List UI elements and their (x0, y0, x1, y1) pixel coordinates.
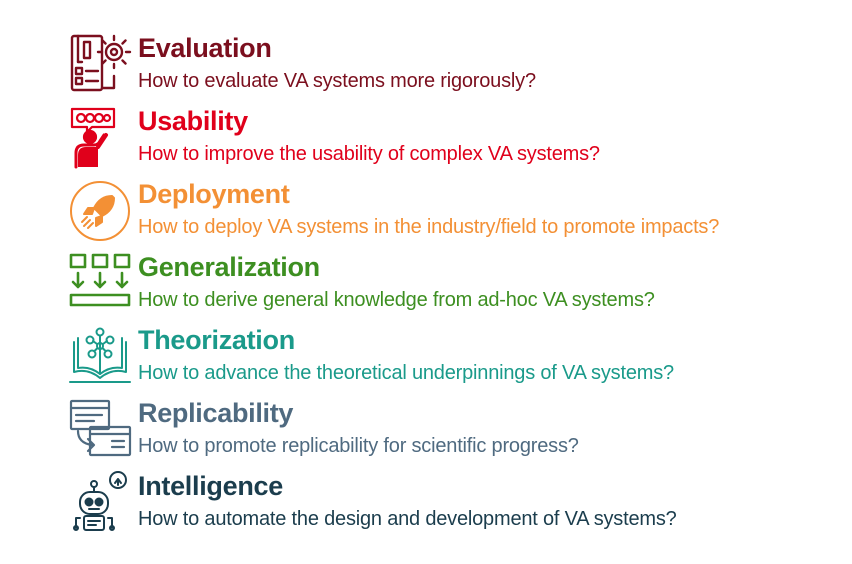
item-usability: Usability How to improve the usability o… (68, 105, 828, 177)
item-title: Usability (138, 106, 248, 136)
item-question: How to improve the usability of complex … (138, 143, 600, 165)
open-book-network-icon (68, 324, 132, 388)
confused-user-icon (68, 105, 132, 169)
item-replicability: Replicability How to promote replicabili… (68, 397, 828, 469)
item-title: Evaluation (138, 33, 272, 63)
item-title: Theorization (138, 325, 295, 355)
item-title: Intelligence (138, 471, 283, 501)
item-question: How to evaluate VA systems more rigorous… (138, 70, 536, 92)
item-title: Replicability (138, 398, 294, 428)
item-generalization: Generalization How to derive general kno… (68, 251, 828, 323)
merge-boxes-icon (68, 251, 132, 315)
item-deployment: Deployment How to deploy VA systems in t… (68, 178, 828, 250)
rocket-icon (68, 178, 132, 242)
item-question: How to advance the theoretical underpinn… (138, 362, 674, 384)
item-theorization: Theorization How to advance the theoreti… (68, 324, 828, 396)
item-question: How to automate the design and developme… (138, 508, 677, 530)
item-question: How to deploy VA systems in the industry… (138, 216, 720, 238)
item-question: How to derive general knowledge from ad-… (138, 289, 655, 311)
item-question: How to promote replicability for scienti… (138, 435, 579, 457)
item-intelligence: Intelligence How to automate the design … (68, 470, 828, 542)
item-title: Generalization (138, 252, 320, 282)
checklist-gear-icon (68, 32, 132, 96)
copy-window-icon (68, 397, 132, 461)
item-evaluation: Evaluation How to evaluate VA systems mo… (68, 32, 828, 104)
item-title: Deployment (138, 179, 290, 209)
robot-idea-icon (68, 470, 132, 534)
